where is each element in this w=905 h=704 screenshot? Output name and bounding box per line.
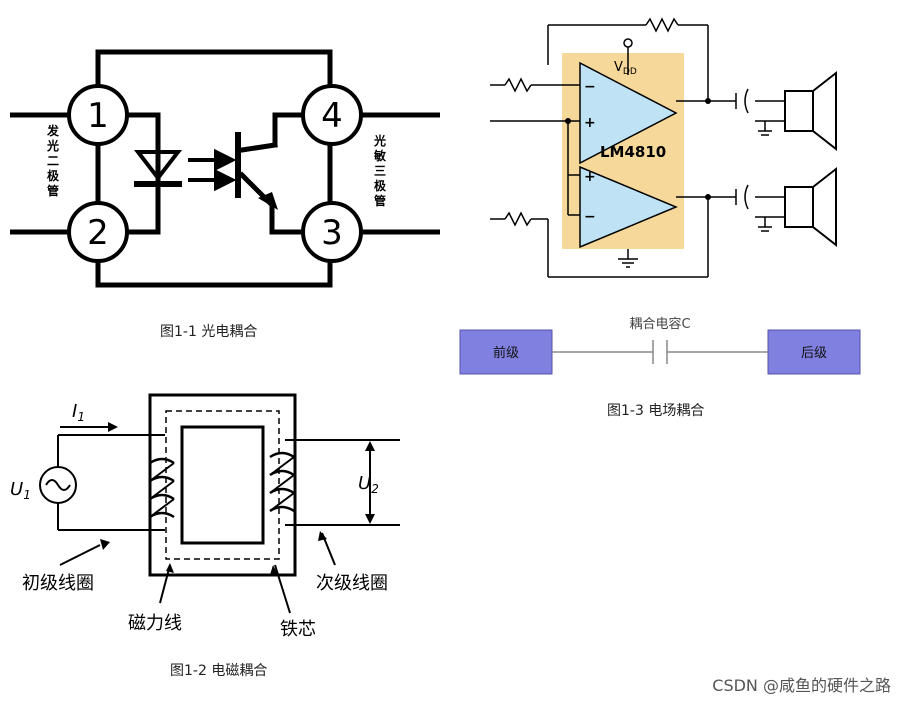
fig1-caption: 图1-1 光电耦合 (160, 324, 258, 340)
opamp-top-plus: + (584, 115, 596, 131)
svg-text:U2: U2 (358, 473, 379, 496)
pin-4-label: 4 (321, 96, 343, 136)
fig3-caption: 图1-3 电场耦合 (607, 403, 705, 419)
left-label-char: 管 (47, 183, 59, 198)
right-label-char: 管 (374, 193, 386, 208)
pin-1-label: 1 (87, 96, 109, 136)
flux-label: 磁力线 (128, 613, 182, 634)
vdd-sub: DD (623, 67, 637, 77)
primary-coil-label: 初级线圈 (22, 573, 94, 594)
vdd-terminal (623, 38, 633, 48)
current-sub: 1 (77, 410, 85, 424)
left-label-char: 二 (47, 154, 59, 168)
coupling-cap-label: 耦合电容C (629, 316, 690, 332)
opamp-bottom (579, 165, 678, 249)
opamp-bottom-plus: + (584, 169, 596, 185)
pin-2-label: 2 (87, 213, 109, 253)
current-label: I (72, 401, 77, 422)
back-stage-label: 后级 (801, 346, 827, 361)
u2-sub: 2 (371, 482, 379, 496)
right-label-char: 敏 (373, 148, 387, 163)
fig-transformer: I1 U1 U2 初级线圈 次级线圈 磁力线 铁芯 (0, 385, 400, 645)
svg-text:U1: U1 (10, 479, 31, 502)
right-label-char: 三 (374, 164, 386, 178)
fig2-caption: 图1-2 电磁耦合 (170, 663, 268, 679)
chip-label: LM4810 (600, 143, 666, 161)
fig-optocoupler: 1 2 3 4 发 光 二 极 管 光 敏 三 极 管 (7, 0, 443, 310)
secondary-coil-label: 次级线圈 (316, 573, 388, 594)
fig-lm4810: VDD LM4810 − + + − (480, 5, 900, 295)
svg-text:VDD: VDD (614, 60, 637, 77)
right-label-char: 光 (373, 133, 386, 148)
left-label-char: 发 (46, 123, 60, 138)
core-label: 铁芯 (280, 619, 316, 640)
u1-sub: 1 (23, 488, 31, 502)
svg-text:I1: I1 (72, 401, 85, 424)
u1-label: U (10, 479, 23, 500)
speaker-icon (784, 70, 837, 248)
front-stage-label: 前级 (493, 345, 519, 361)
package-outline (95, 49, 333, 288)
emitter-arrow-icon (258, 192, 278, 210)
opamp-bottom-minus: − (584, 209, 596, 225)
u2-label: U (358, 473, 371, 494)
front-stage-block (459, 329, 553, 375)
opamp-top-minus: − (584, 79, 596, 95)
right-label-char: 极 (374, 178, 387, 193)
back-stage-block (767, 329, 861, 375)
fig-coupling-cap: 前级 后级 耦合电容C (455, 310, 875, 380)
vdd-label: V (614, 60, 623, 75)
left-label-char: 极 (47, 168, 60, 183)
opamp-top (579, 61, 678, 165)
csdn-watermark: CSDN @咸鱼的硬件之路 (712, 676, 891, 695)
iron-core (148, 393, 297, 577)
pin-3-label: 3 (321, 213, 343, 253)
left-label-char: 光 (46, 138, 59, 153)
led-icon (133, 150, 183, 182)
